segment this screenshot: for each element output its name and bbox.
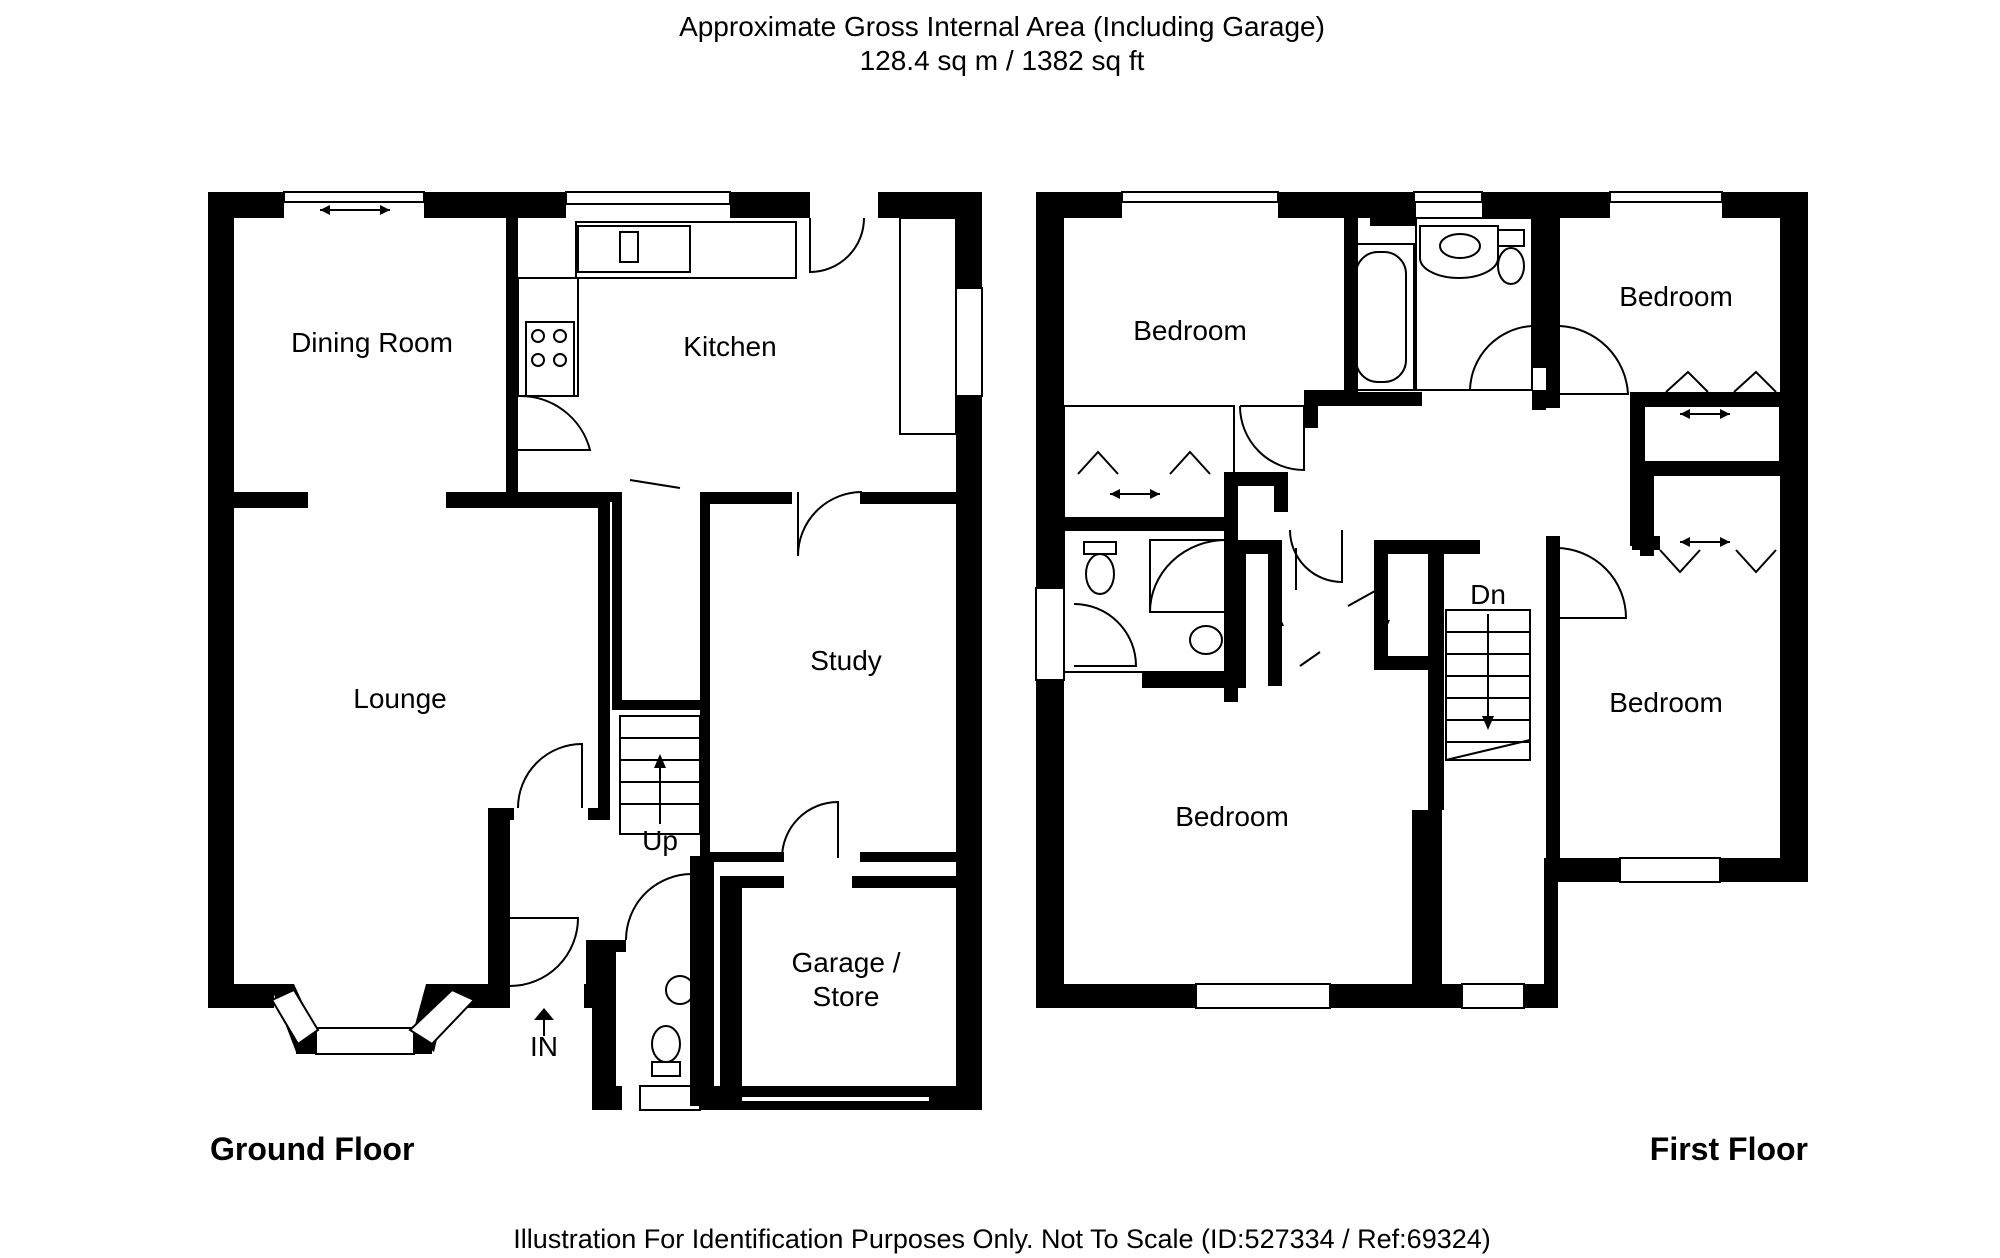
area-title: Approximate Gross Internal Area (Includi… [679,11,1325,42]
area-size: 128.4 sq m / 1382 sq ft [860,45,1145,76]
room-dining-room: Dining Room [291,327,453,358]
room-bedroom-top-right: Bedroom [1619,281,1733,312]
first-floor-plan: Bedroom Bedroom Bedroom Bedroom Dn First… [1035,191,1808,1167]
room-garage-line-1: Garage / [792,947,901,978]
disclaimer-note: Illustration For Identification Purposes… [513,1224,1491,1254]
room-study: Study [810,645,882,676]
first-floor-label: First Floor [1650,1131,1808,1167]
room-bedroom-right: Bedroom [1609,687,1723,718]
stairs-up-label: Up [642,825,678,856]
room-lounge: Lounge [353,683,446,714]
room-bedroom-top-left: Bedroom [1133,315,1247,346]
room-kitchen: Kitchen [683,331,776,362]
room-bedroom-bottom-left: Bedroom [1175,801,1289,832]
room-garage-line-2: Store [813,981,880,1012]
ground-floor-label: Ground Floor [210,1131,414,1167]
ground-floor-plan: Dining Room Kitchen Lounge Study Garage … [208,191,983,1167]
entrance-label: IN [530,1031,558,1062]
stairs-down-label: Dn [1470,579,1506,610]
